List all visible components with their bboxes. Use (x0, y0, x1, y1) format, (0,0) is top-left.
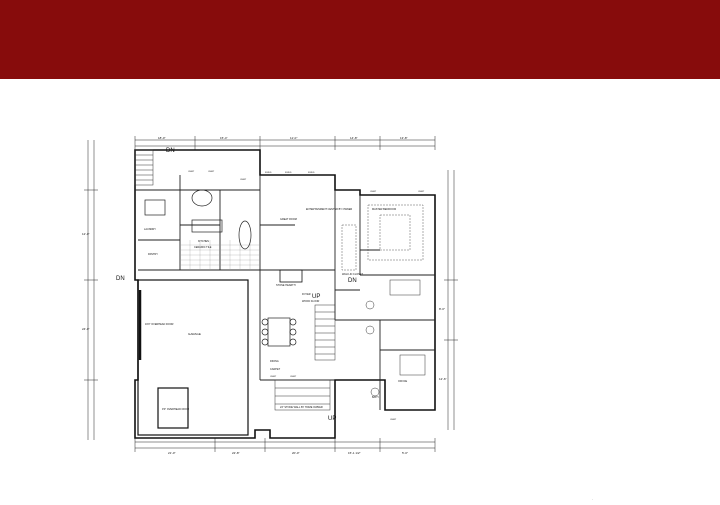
dim-top-4: 14'-8" (350, 136, 358, 140)
tag-cemt-6: CEMT (270, 376, 277, 378)
room-label-great-room: GREAT ROOM (280, 218, 297, 221)
tag-cemt-5: CEMT (418, 191, 425, 193)
dim-left-2: 24'-0" (82, 327, 90, 331)
tag-cemt-4: CEMT (370, 191, 377, 193)
room-label-office: OFFICE (398, 380, 407, 383)
dim-bottom-4: 15'-1 1/2" (348, 451, 361, 455)
stair-label-up-center: UP (312, 294, 320, 300)
room-label-dining: DINING (270, 360, 279, 363)
dim-right-1: 8'-0" (439, 307, 445, 311)
dim-top-3: 11'-0" (290, 136, 297, 140)
dim-bottom-1: 21'-0" (168, 451, 176, 455)
stair-label-dn-center: DN (348, 278, 357, 284)
dim-left-1: 12'-0" (82, 232, 90, 236)
tag-cemt-8: CEMT (390, 419, 397, 421)
room-label-garage: GARAGE (188, 332, 201, 336)
tag-cemt-7: CEMT (290, 376, 297, 378)
dim-top-1: 18'-0" (158, 136, 166, 140)
tag-fixed-2: FIXED (285, 172, 292, 174)
room-label-stone-wall: 24" STONE WALL BY HOME OWNER (280, 406, 323, 409)
dim-top-5: 13'-8" (400, 136, 408, 140)
room-label-stone-hearth: STONE HEARTH (276, 284, 296, 287)
room-label-carpet: CARPET (270, 368, 281, 371)
room-label-ceramic-tile: CERAMIC TILE (194, 246, 212, 249)
room-label-wood-floor: WOOD FLOOR (302, 300, 320, 303)
room-label-walk-in-closet: WALK-IN CLOSET (342, 273, 363, 276)
tag-cemt-3: CEMT (240, 179, 247, 181)
stair-label-up-bottom: UP (328, 416, 336, 422)
tag-cemt-2: CEMT (208, 171, 215, 173)
floor-plan: DN UP DN UP DN GARAGE 16'0" OVERHEAD DOO… (80, 130, 460, 460)
dim-bottom-2: 22'-8" (232, 451, 240, 455)
dim-bottom-3: 20'-0" (292, 451, 300, 455)
stair-label-dn-left: DN (116, 276, 125, 282)
dim-right-2: 12'-6" (439, 377, 447, 381)
room-label-kitchen: KITCHEN (198, 240, 209, 243)
room-label-overhead-door-1: 16'0" OVERHEAD DOOR (145, 323, 174, 326)
tag-cemt-1: CEMT (188, 171, 195, 173)
room-label-pantry: PANTRY (148, 253, 158, 256)
tag-fixed-1: FIXED (265, 172, 272, 174)
room-label-entertainment: ENTERTAINMENT CENTER BY OWNER (306, 208, 352, 211)
room-label-foyer: FOYER (302, 293, 311, 296)
tag-fixed-3: FIXED (308, 172, 315, 174)
dim-top-2: 15'-4" (220, 136, 228, 140)
room-label-master-bedroom: MASTER BEDROOM (372, 208, 396, 211)
stair-label-dn-top: DN (166, 148, 175, 154)
page-mark: . (592, 496, 594, 501)
title-banner (0, 0, 720, 79)
room-label-laundry: LAUNDRY (144, 228, 156, 231)
room-label-bath: BATH (372, 396, 379, 399)
dim-bottom-5: 5'-0" (402, 451, 408, 455)
room-label-overhead-door-2: 9'0" OVERHEAD DOOR (162, 408, 189, 411)
